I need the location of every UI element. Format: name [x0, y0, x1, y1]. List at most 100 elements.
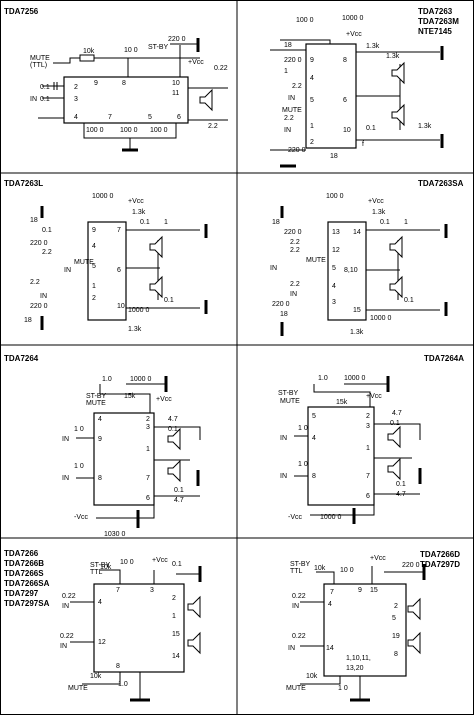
svg-text:MUTE: MUTE — [282, 107, 302, 114]
speaker-icon — [391, 61, 405, 85]
svg-text:15k: 15k — [124, 393, 136, 400]
svg-text:0.1: 0.1 — [172, 561, 182, 568]
svg-text:IN: IN — [60, 643, 67, 650]
svg-text:13,20: 13,20 — [346, 665, 364, 672]
speaker-icon — [407, 631, 421, 655]
svg-text:7: 7 — [116, 587, 120, 594]
svg-text:TDA7266SA: TDA7266SA — [4, 579, 50, 588]
svg-text:TDA7264: TDA7264 — [4, 354, 39, 363]
speaker-icon — [149, 235, 163, 259]
svg-text:4: 4 — [98, 416, 102, 423]
svg-text:220 0: 220 0 — [30, 303, 48, 310]
svg-text:8: 8 — [312, 473, 316, 480]
svg-text:2.2: 2.2 — [290, 247, 300, 254]
svg-text:IN: IN — [62, 436, 69, 443]
svg-text:1.3k: 1.3k — [386, 53, 400, 60]
svg-text:9: 9 — [92, 227, 96, 234]
ic-body — [87, 221, 127, 321]
svg-text:IN: IN — [280, 473, 287, 480]
svg-text:2.2: 2.2 — [292, 83, 302, 90]
svg-text:IN: IN — [290, 291, 297, 298]
svg-text:10k: 10k — [90, 673, 102, 680]
svg-text:1: 1 — [310, 123, 314, 130]
svg-text:2.2: 2.2 — [284, 115, 294, 122]
svg-text:IN: IN — [40, 293, 47, 300]
svg-text:3: 3 — [332, 299, 336, 306]
svg-text:1.3k: 1.3k — [418, 123, 432, 130]
svg-text:8: 8 — [116, 663, 120, 670]
svg-text:1: 1 — [366, 445, 370, 452]
svg-text:1000 0: 1000 0 — [342, 15, 364, 22]
svg-text:1030 0: 1030 0 — [104, 531, 126, 538]
speaker-icon — [149, 275, 163, 299]
svg-text:MUTE: MUTE — [286, 685, 306, 692]
pin-label: 9 — [94, 80, 98, 87]
ic-body — [307, 406, 375, 506]
svg-text:MUTE: MUTE — [86, 400, 106, 407]
svg-text:4.7: 4.7 — [392, 410, 402, 417]
svg-text:8: 8 — [98, 475, 102, 482]
svg-text:1: 1 — [164, 219, 168, 226]
svg-text:0.22: 0.22 — [292, 633, 306, 640]
svg-text:TDA7263: TDA7263 — [418, 7, 453, 16]
svg-text:IN: IN — [64, 267, 71, 274]
svg-text:2: 2 — [394, 603, 398, 610]
svg-text:18: 18 — [284, 42, 292, 49]
svg-text:+Vcc: +Vcc — [370, 555, 386, 562]
panel-tda7263sa: TDA7263SA 13 14 12 5 8,10 4 3 15 100 0 +… — [270, 179, 464, 336]
svg-text:8: 8 — [394, 651, 398, 658]
svg-text:TTL: TTL — [90, 569, 103, 576]
svg-text:100 0: 100 0 — [150, 127, 168, 134]
svg-text:6: 6 — [146, 495, 150, 502]
speaker-icon — [167, 427, 181, 451]
panel-tda7266d: TDA7266D TDA7297D 7 9 15 4 2 5 19 14 1,1… — [286, 550, 460, 702]
svg-text:5: 5 — [92, 263, 96, 270]
svg-text:5: 5 — [312, 413, 316, 420]
svg-text:TDA7263M: TDA7263M — [418, 17, 459, 26]
svg-text:+Vcc: +Vcc — [156, 396, 172, 403]
svg-text:220 0: 220 0 — [284, 57, 302, 64]
svg-text:+Vcc: +Vcc — [366, 393, 382, 400]
svg-text:1000 0: 1000 0 — [370, 315, 392, 322]
panel-tda7263: TDA7263 TDA7263M NTE7145 9 8 4 5 6 1 10 … — [270, 7, 459, 168]
svg-text:IN: IN — [292, 603, 299, 610]
svg-text:1000 0: 1000 0 — [320, 514, 342, 521]
speaker-icon — [387, 425, 401, 449]
svg-text:2: 2 — [146, 416, 150, 423]
ic-body — [323, 583, 407, 677]
svg-text:IN: IN — [62, 603, 69, 610]
svg-text:0.1: 0.1 — [140, 219, 150, 226]
svg-text:TDA7266S: TDA7266S — [4, 569, 44, 578]
speaker-icon — [187, 631, 201, 655]
mute-ttl-label: (TTL) — [30, 62, 47, 69]
svg-text:18: 18 — [330, 153, 338, 160]
svg-text:12: 12 — [332, 247, 340, 254]
svg-text:0.1: 0.1 — [380, 219, 390, 226]
svg-text:1.3k: 1.3k — [366, 43, 380, 50]
svg-text:2: 2 — [366, 413, 370, 420]
svg-text:1.0: 1.0 — [118, 681, 128, 688]
svg-text:18: 18 — [24, 317, 32, 324]
svg-text:6: 6 — [117, 267, 121, 274]
svg-text:15: 15 — [353, 307, 361, 314]
ic-body — [327, 221, 367, 321]
svg-text:IN: IN — [284, 127, 291, 134]
speaker-icon — [389, 235, 403, 259]
pin-label: 5 — [148, 114, 152, 121]
svg-text:10k: 10k — [83, 48, 95, 55]
svg-text:TDA7297SA: TDA7297SA — [4, 599, 50, 608]
svg-text:1.3k: 1.3k — [132, 209, 146, 216]
svg-text:1 0: 1 0 — [298, 461, 308, 468]
ic-body — [63, 76, 189, 124]
svg-text:10 0: 10 0 — [124, 47, 138, 54]
svg-text:TDA7264A: TDA7264A — [424, 354, 464, 363]
svg-text:1: 1 — [146, 446, 150, 453]
svg-text:1 0: 1 0 — [298, 425, 308, 432]
ic-body — [93, 583, 185, 673]
svg-text:100 0: 100 0 — [86, 127, 104, 134]
svg-text:18: 18 — [30, 217, 38, 224]
svg-text:4: 4 — [328, 601, 332, 608]
svg-text:5: 5 — [392, 615, 396, 622]
svg-text:10k: 10k — [314, 565, 326, 572]
svg-text:0.1: 0.1 — [40, 96, 50, 103]
